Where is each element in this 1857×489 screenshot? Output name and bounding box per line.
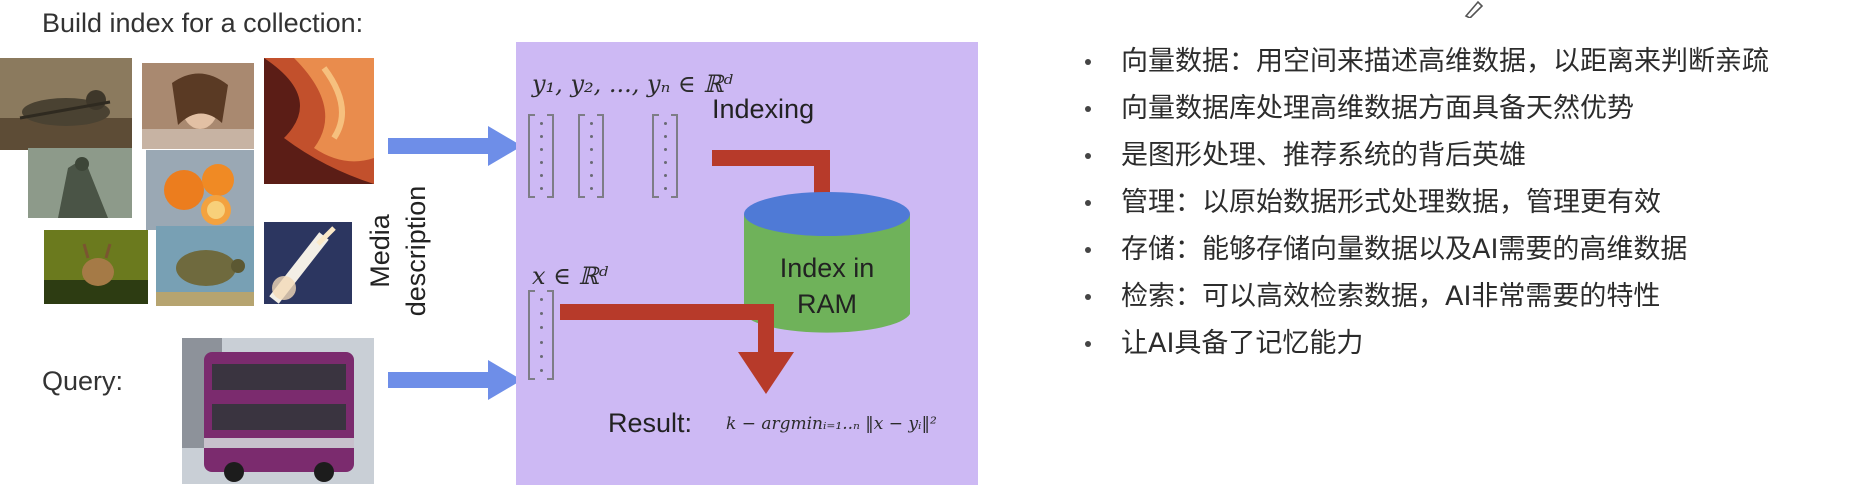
collection-vectors-formula: y₁, y₂, ..., yₙ ∈ ℝᵈ (532, 70, 733, 98)
woman-portrait-image (142, 63, 254, 149)
double-decker-bus-image (182, 338, 374, 484)
bullet-dot-icon (1085, 247, 1091, 253)
query-vector-formula: x ∈ ℝᵈ (532, 262, 609, 290)
vector-yn (652, 114, 678, 198)
vector-y1 (528, 114, 554, 198)
media-label-line1: Media (365, 214, 395, 288)
bullet-dot-icon (1085, 294, 1091, 300)
statue-image (28, 148, 132, 218)
bullet-text: 管理：以原始数据形式处理数据，管理更有效 (1121, 187, 1661, 218)
collection-heading: Build index for a collection: (42, 8, 364, 38)
bullet-dot-icon (1085, 59, 1091, 65)
index-store-label: Index in RAM (742, 250, 912, 322)
bullet-dot-icon (1085, 153, 1091, 159)
bullet-item: 让AI具备了记忆能力 (1085, 320, 1769, 367)
indexing-diagram: y₁, y₂, ..., yₙ ∈ ℝᵈ Indexing Index in R… (516, 42, 978, 485)
bullet-item: 检索：可以高效检索数据，AI非常需要的特性 (1085, 273, 1769, 320)
rocket-launch-image (264, 222, 352, 304)
bullet-item: 向量数据库处理高维数据方面具备天然优势 (1085, 85, 1769, 132)
indexing-label: Indexing (712, 94, 815, 124)
vector-y2 (578, 114, 604, 198)
pen-cursor-icon (1464, 0, 1484, 18)
index-store-line1: Index in (779, 253, 875, 283)
turtle-image (156, 226, 254, 306)
bullet-text: 存储：能够存储向量数据以及AI需要的高维数据 (1121, 234, 1688, 265)
bullet-text: 让AI具备了记忆能力 (1121, 328, 1364, 359)
bullet-dot-icon (1085, 106, 1091, 112)
bullet-text: 检索：可以高效检索数据，AI非常需要的特性 (1121, 281, 1661, 312)
media-description-label: Media description (365, 186, 431, 320)
canyon-image (264, 58, 374, 184)
result-formula: k − argminᵢ₌₁..ₙ ‖x − yᵢ‖² (726, 414, 937, 434)
index-store-line2: RAM (797, 289, 857, 319)
bullet-text: 向量数据库处理高维数据方面具备天然优势 (1121, 93, 1634, 124)
query-arrow (388, 360, 522, 400)
bullet-dot-icon (1085, 341, 1091, 347)
bullet-item: 是图形处理、推荐系统的背后英雄 (1085, 132, 1769, 179)
bullet-item: 存储：能够存储向量数据以及AI需要的高维数据 (1085, 226, 1769, 273)
bullet-text: 向量数据：用空间来描述高维数据，以距离来判断亲疏 (1121, 46, 1769, 77)
feature-bullets: 向量数据：用空间来描述高维数据，以距离来判断亲疏 向量数据库处理高维数据方面具备… (1085, 38, 1769, 367)
deer-image (44, 230, 148, 304)
bullet-item: 向量数据：用空间来描述高维数据，以距离来判断亲疏 (1085, 38, 1769, 85)
result-arrow (560, 304, 794, 394)
bullet-text: 是图形处理、推荐系统的背后英雄 (1121, 140, 1526, 171)
media-label-line2: description (401, 185, 431, 317)
result-label: Result: (608, 408, 693, 438)
iguana-image (0, 58, 132, 150)
oranges-image (146, 150, 254, 230)
bullet-dot-icon (1085, 200, 1091, 206)
bullet-item: 管理：以原始数据形式处理数据，管理更有效 (1085, 179, 1769, 226)
index-cylinder (744, 192, 910, 333)
vector-x (528, 290, 554, 380)
collection-arrow (388, 126, 522, 166)
query-label: Query: (42, 366, 124, 396)
